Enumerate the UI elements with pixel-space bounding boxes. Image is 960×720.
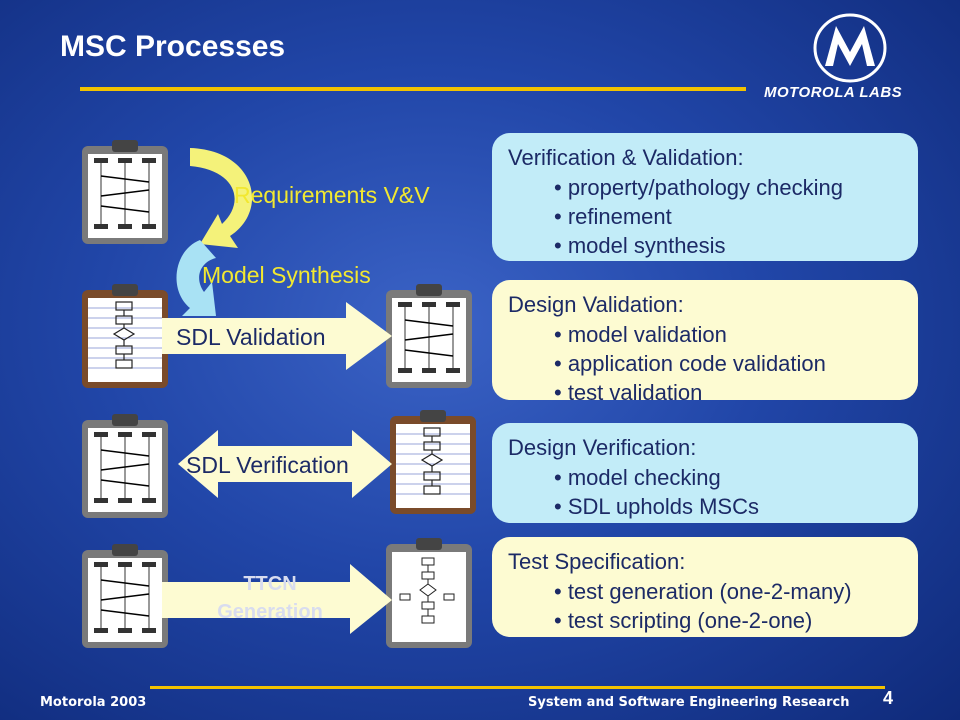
design-verification-box: Design Verification: • model checking • …: [492, 423, 918, 523]
list-item: • property/pathology checking: [554, 175, 843, 200]
msc-clipboard-icon: [82, 140, 168, 244]
test-specification-box: Test Specification: • test generation (o…: [492, 537, 918, 637]
box-heading: Design Verification:: [508, 435, 697, 460]
list-item: • test validation: [554, 380, 703, 405]
model-synthesis-label: Model Synthesis: [202, 262, 371, 288]
page-number: 4: [883, 688, 894, 708]
list-item: • test generation (one-2-many): [554, 579, 852, 604]
ttcn-arrow-icon: [162, 564, 392, 634]
footer-right: System and Software Engineering Research: [528, 695, 850, 710]
list-item: • SDL upholds MSCs: [554, 494, 759, 519]
ttcn-generation-label: TTCN Generation: [200, 570, 340, 626]
sdl-verification-label: SDL Verification: [186, 452, 349, 478]
box-heading: Design Validation:: [508, 292, 684, 317]
title-underline: [80, 87, 746, 91]
footer-left: Motorola 2003: [40, 695, 147, 710]
sdl-validation-arrow-icon: [162, 302, 392, 370]
sdl-validation-label: SDL Validation: [176, 324, 326, 350]
sdl-verification-arrow-icon: [178, 430, 392, 498]
list-item: • model checking: [554, 465, 721, 490]
list-item: • application code validation: [554, 351, 826, 376]
msc-clipboard-icon: [82, 544, 168, 648]
cycle-arrow-icon: [176, 148, 253, 316]
ttcn-label-line2: Generation: [217, 601, 323, 623]
logo-text: MOTOROLA LABS: [764, 84, 903, 101]
ttcn-label-line1: TTCN: [243, 573, 297, 595]
msc-clipboard-icon: [386, 284, 472, 388]
requirements-vv-label: Requirements V&V: [234, 182, 430, 208]
ttcn-clipboard-icon: [386, 538, 472, 648]
list-item: • test scripting (one-2-one): [554, 608, 813, 633]
msc-clipboard-icon: [82, 414, 168, 518]
motorola-logo-icon: [813, 13, 887, 83]
sdl-clipboard-icon: [390, 410, 476, 514]
sdl-clipboard-icon: [82, 284, 168, 388]
list-item: • model validation: [554, 322, 727, 347]
footer-rule: [150, 686, 885, 689]
design-validation-box: Design Validation: • model validation • …: [492, 280, 918, 405]
slide-title: MSC Processes: [60, 30, 286, 63]
list-item: • refinement: [554, 204, 672, 229]
verification-validation-box: Verification & Validation: • property/pa…: [492, 133, 918, 261]
box-heading: Verification & Validation:: [508, 145, 744, 170]
list-item: • model synthesis: [554, 233, 726, 258]
box-heading: Test Specification:: [508, 549, 686, 574]
